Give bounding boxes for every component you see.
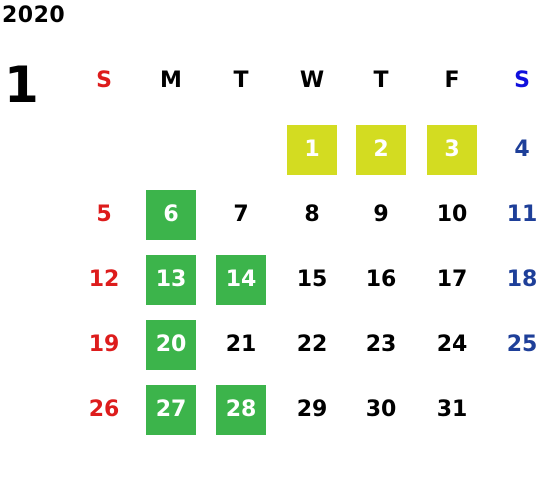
day-cell-12[interactable]: 12 [88,267,120,292]
weekday-label-6: F [444,68,460,93]
day-cell-1[interactable]: 1 [287,125,337,175]
day-cell-8[interactable]: 8 [304,202,320,227]
calendar-year: 2020 [2,3,66,28]
day-cell-6[interactable]: 6 [146,190,196,240]
day-cell-21[interactable]: 21 [225,332,257,357]
day-cell-7[interactable]: 7 [233,202,249,227]
day-cell-20[interactable]: 20 [146,320,196,370]
day-cell-29[interactable]: 29 [296,397,328,422]
day-cell-17[interactable]: 17 [436,267,468,292]
day-cell-28[interactable]: 28 [216,385,266,435]
day-cell-3[interactable]: 3 [427,125,477,175]
day-cell-19[interactable]: 19 [88,332,120,357]
day-cell-15[interactable]: 15 [296,267,328,292]
weekday-label-4: W [299,68,325,93]
day-cell-2[interactable]: 2 [356,125,406,175]
day-cell-26[interactable]: 26 [88,397,120,422]
day-cell-18[interactable]: 18 [506,267,538,292]
day-cell-4[interactable]: 4 [514,137,530,162]
day-cell-31[interactable]: 31 [436,397,468,422]
day-cell-25[interactable]: 25 [506,332,538,357]
day-cell-23[interactable]: 23 [365,332,397,357]
day-cell-11[interactable]: 11 [506,202,538,227]
weekday-label-3: T [233,68,249,93]
weekday-label-5: T [373,68,389,93]
calendar-month: 1 [4,56,39,114]
day-cell-13[interactable]: 13 [146,255,196,305]
day-cell-22[interactable]: 22 [296,332,328,357]
weekday-label-7: S [514,68,530,93]
day-cell-16[interactable]: 16 [365,267,397,292]
weekday-label-1: S [96,68,112,93]
day-cell-14[interactable]: 14 [216,255,266,305]
day-cell-24[interactable]: 24 [436,332,468,357]
day-cell-30[interactable]: 30 [365,397,397,422]
day-cell-10[interactable]: 10 [436,202,468,227]
weekday-label-2: M [160,68,182,93]
day-cell-27[interactable]: 27 [146,385,196,435]
day-cell-9[interactable]: 9 [373,202,389,227]
day-cell-5[interactable]: 5 [96,202,112,227]
